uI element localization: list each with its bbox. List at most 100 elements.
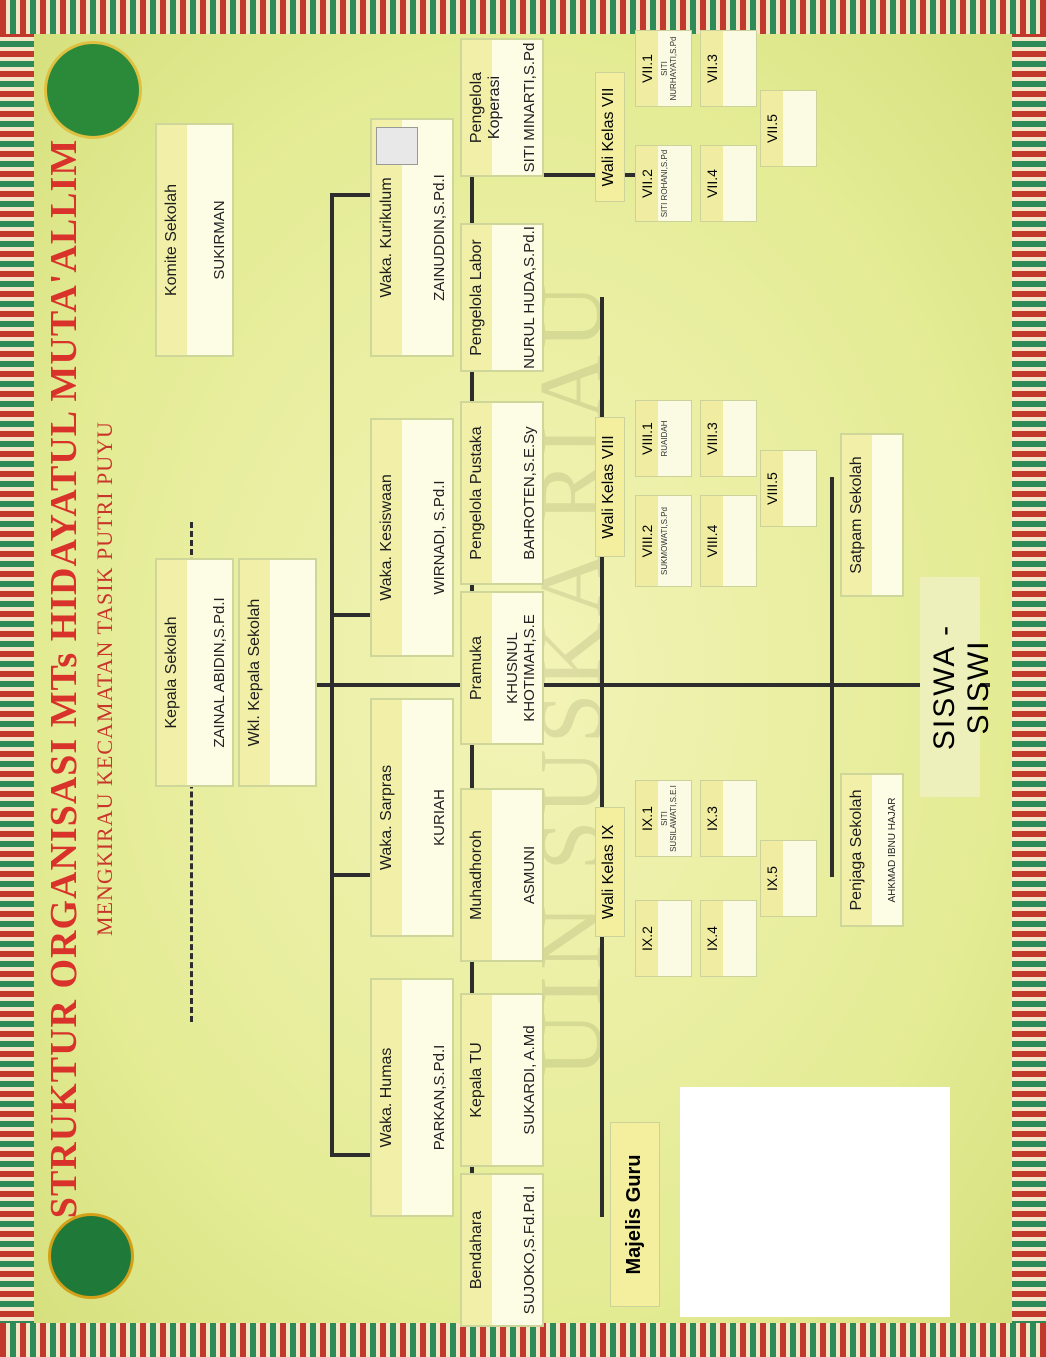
connector (330, 1153, 370, 1157)
waka-kesiswaan-box: Waka. Kesiswaan WIRNADI, S.Pd.I (370, 418, 454, 657)
wali-8-title: Wali Kelas VIII (595, 417, 625, 557)
class-box: VIII.5 (760, 450, 817, 527)
class-box: VIII.4 (700, 495, 757, 587)
penjaga-role: Penjaga Sekolah (842, 775, 872, 925)
staff-role: Pengelola Pustaka (462, 403, 492, 583)
komite-name: SUKIRMAN (211, 125, 228, 355)
wali-7-title: Wali Kelas VII (595, 72, 625, 202)
waka-kurikulum-box: Waka. Kurikulum ZAINUDDIN,S.Pd.I (370, 118, 454, 357)
connector (330, 873, 370, 877)
siswa-box: SISWA - SISWI (920, 577, 980, 797)
kepala-role: Kepala Sekolah (157, 560, 187, 785)
penjaga-name: AHKMAD IBNU HAJAR (887, 775, 898, 925)
staff-role: Kepala TU (462, 995, 492, 1165)
right-border (0, 0, 1046, 34)
waka-role: Waka. Sarpras (372, 700, 402, 935)
class-label: IX.4 (701, 901, 723, 976)
class-label: VII.2 (636, 146, 658, 221)
staff-role: Pengelola Koperasi (462, 40, 492, 175)
majelis-guru-box: Majelis Guru (610, 1122, 660, 1307)
top-border (0, 0, 34, 1357)
class-label: VIII.5 (761, 451, 783, 526)
waka-name: WIRNADI, S.Pd.I (431, 420, 448, 655)
class-label: IX.5 (761, 841, 783, 916)
satpam-role: Satpam Sekolah (842, 435, 872, 595)
kepala-name: ZAINAL ABIDIN,S.Pd.I (211, 560, 228, 785)
staff-name: BAHROTEN,S.E.Sy (521, 403, 538, 583)
waka-role: Waka. Kesiswaan (372, 420, 402, 655)
connector (330, 193, 370, 197)
waka-humas-box: Waka. Humas PARKAN,S.Pd.I (370, 978, 454, 1217)
page-title: STRUKTUR ORGANISASI MTs HIDAYATUL MUTA'A… (42, 0, 86, 1357)
class-label: VIII.2 (636, 496, 658, 586)
staff-name: SUJOKO,S.Fd.Pd.I (521, 1175, 538, 1325)
staff-name: KHUSNUL KHOTIMAH,S.E (504, 593, 538, 743)
class-label: VIII.3 (701, 401, 723, 476)
komite-box: Komite Sekolah SUKIRMAN (155, 123, 234, 357)
staff-role: Pramuka (462, 593, 492, 743)
teacher-list-note (680, 1087, 950, 1317)
left-border (0, 1323, 1046, 1357)
waka-sarpras-box: Waka. Sarpras KURIAH (370, 698, 454, 937)
class-box: VII.5 (760, 90, 817, 167)
waka-role: Waka. Humas (372, 980, 402, 1215)
class-label: IX.2 (636, 901, 658, 976)
class-label: VII.4 (701, 146, 723, 221)
class-box: VII.4 (700, 145, 757, 222)
staff-role: Bendahara (462, 1175, 492, 1325)
page-subtitle: MENGKIRAU KECAMATAN TASIK PUTRI PUYU (92, 0, 118, 1357)
staff-name: ASMUNI (521, 790, 538, 960)
class-label: IX.1 (636, 781, 658, 856)
staff-name: NURUL HUDA,S.Pd.I (521, 225, 538, 370)
waka-name: ZAINUDDIN,S.Pd.I (431, 120, 448, 355)
class-label: VIII.4 (701, 496, 723, 586)
class-teacher: SITI SUSILAWATI,S.E.I (658, 781, 678, 856)
class-box: VII.3 (700, 30, 757, 107)
penjaga-box: Penjaga Sekolah AHKMAD IBNU HAJAR (840, 773, 904, 927)
komite-role: Komite Sekolah (157, 125, 187, 355)
staff-bendahara-box: Bendahara SUJOKO,S.Fd.Pd.I (460, 1173, 544, 1327)
bottom-border (1012, 0, 1046, 1357)
wakil-box: Wkl. Kepala Sekolah (238, 558, 317, 787)
staff-kepala-tu-box: Kepala TU SUKARDI, A.Md (460, 993, 544, 1167)
class-box: IX.3 (700, 780, 757, 857)
photo-icon (376, 127, 418, 165)
staff-role: Pengelola Labor (462, 225, 492, 370)
connector (330, 613, 370, 617)
class-teacher: SUKMOWATI,S.Pd (658, 496, 669, 586)
class-label: VII.1 (636, 31, 658, 106)
waka-name: PARKAN,S.Pd.I (431, 980, 448, 1215)
staff-role: Muhadhoroh (462, 790, 492, 960)
class-box: VIII.3 (700, 400, 757, 477)
staff-koperasi-box: Pengelola Koperasi SITI MINARTI,S.Pd (460, 38, 544, 177)
class-box: IX.5 (760, 840, 817, 917)
staff-name: SUKARDI, A.Md (521, 995, 538, 1165)
wali-9-title: Wali Kelas IX (595, 807, 625, 937)
waka-name: KURIAH (431, 700, 448, 935)
class-box: IX.2 (635, 900, 692, 977)
class-label: VII.5 (761, 91, 783, 166)
satpam-box: Satpam Sekolah (840, 433, 904, 597)
waka-bus-line (330, 197, 334, 1157)
kepala-box: Kepala Sekolah ZAINAL ABIDIN,S.Pd.I (155, 558, 234, 787)
class-teacher: RUAIDAH (658, 401, 669, 476)
staff-name: SITI MINARTI,S.Pd (521, 40, 538, 175)
class-label: IX.3 (701, 781, 723, 856)
staff-muhadhoroh-box: Muhadhoroh ASMUNI (460, 788, 544, 962)
staff-pramuka-box: Pramuka KHUSNUL KHOTIMAH,S.E (460, 591, 544, 745)
class-label: VII.3 (701, 31, 723, 106)
lower-bus-line (830, 477, 834, 877)
class-box: IX.4 (700, 900, 757, 977)
staff-labor-box: Pengelola Labor NURUL HUDA,S.Pd.I (460, 223, 544, 372)
class-teacher: SITI ROHANI,S.Pd (658, 146, 669, 221)
wakil-role: Wkl. Kepala Sekolah (240, 560, 270, 785)
class-label: VIII.1 (636, 401, 658, 476)
staff-pustaka-box: Pengelola Pustaka BAHROTEN,S.E.Sy (460, 401, 544, 585)
class-teacher: SITI NURHAYATI,S.Pd (658, 31, 678, 106)
